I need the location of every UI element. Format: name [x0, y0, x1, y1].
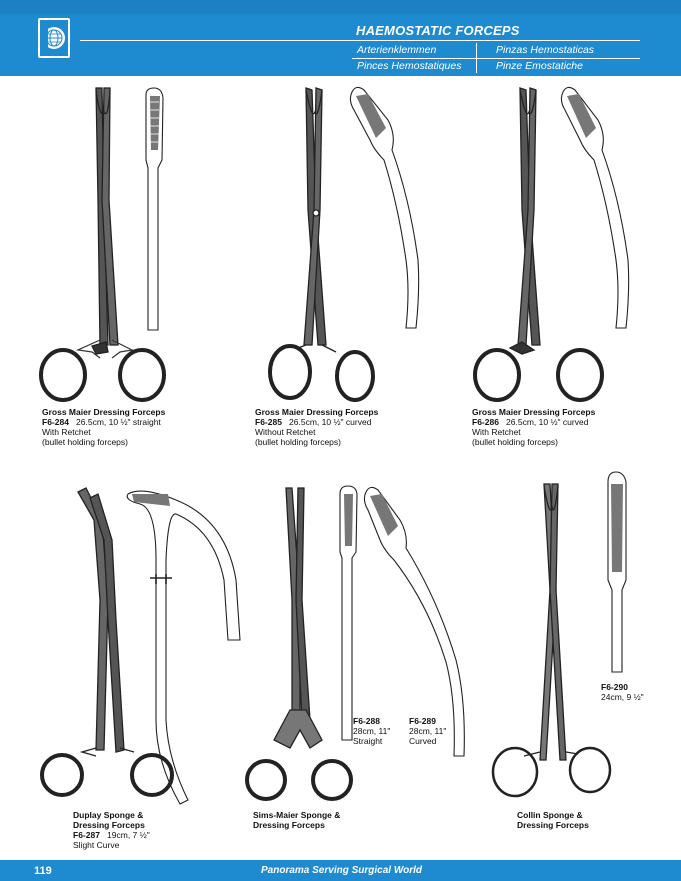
header-bar: [0, 14, 681, 76]
top-band: [0, 0, 681, 14]
product-note: (bullet holding forceps): [472, 437, 558, 447]
translation-it: Pinze Emostatiche: [496, 60, 583, 72]
caption-f6-285: Gross Maier Dressing Forceps F6-285 26.5…: [255, 407, 378, 447]
product-name: Duplay Sponge &: [73, 810, 144, 820]
page-title: HAEMOSTATIC FORCEPS: [356, 23, 520, 38]
translation-es: Pinzas Hemostaticas: [496, 44, 595, 56]
caption-sims-maier: Sims-Maier Sponge & Dressing Forceps: [253, 810, 340, 830]
product-note: (bullet holding forceps): [42, 437, 128, 447]
product-note: With Retchet: [472, 427, 521, 437]
translation-de: Arterienklemmen: [357, 44, 437, 56]
caption-f6-290: F6-290 24cm, 9 ½": [601, 682, 644, 702]
product-name: Dressing Forceps: [73, 820, 145, 830]
brand-logo: [38, 18, 70, 58]
product-size: 24cm, 9 ½": [601, 692, 644, 702]
product-note: Curved: [409, 736, 437, 746]
forceps-f6-286-illustration: [473, 86, 630, 402]
header-rule: [80, 40, 640, 41]
caption-f6-287: Duplay Sponge & Dressing Forceps F6-287 …: [73, 810, 150, 850]
product-name: Dressing Forceps: [517, 820, 589, 830]
product-size: 26.5cm, 10 ½" curved: [506, 417, 589, 427]
product-code: F6-290: [601, 682, 628, 692]
page-number: 119: [34, 865, 52, 877]
forceps-f6-284-illustration: [39, 87, 166, 402]
product-note: Straight: [353, 736, 383, 746]
product-note: With Retchet: [42, 427, 91, 437]
caption-collin: Collin Sponge & Dressing Forceps: [517, 810, 589, 830]
product-name: Gross Maier Dressing Forceps: [472, 407, 596, 417]
product-code: F6-288: [353, 716, 380, 726]
caption-f6-284: Gross Maier Dressing Forceps F6-284 26.5…: [42, 407, 165, 447]
product-code: F6-287: [73, 830, 100, 840]
forceps-sims-maier-illustration: [245, 485, 465, 801]
product-note: Slight Curve: [73, 840, 120, 850]
header-rule-2: [352, 58, 640, 59]
caption-f6-288: F6-288 28cm, 11" Straight: [353, 716, 390, 746]
footer-bar: [0, 860, 681, 881]
product-size: 26.5cm, 10 ½" curved: [289, 417, 372, 427]
forceps-f6-285-illustration: [268, 86, 420, 402]
caption-f6-289: F6-289 28cm, 11" Curved: [409, 716, 446, 746]
product-size: 28cm, 11": [409, 726, 447, 736]
forceps-f6-287-illustration: [40, 487, 241, 805]
product-size: 26.5cm, 10 ½" straight: [76, 417, 161, 427]
product-name: Dressing Forceps: [253, 820, 325, 830]
product-code: F6-289: [409, 716, 436, 726]
product-note: Without Retchet: [255, 427, 316, 437]
product-note: (bullet holding forceps): [255, 437, 341, 447]
header-divider: [476, 43, 477, 73]
translation-fr: Pinces Hemostatiques: [357, 60, 462, 72]
product-name: Gross Maier Dressing Forceps: [42, 407, 166, 417]
product-code: F6-285: [255, 417, 282, 427]
caption-f6-286: Gross Maier Dressing Forceps F6-286 26.5…: [472, 407, 595, 447]
forceps-collin-illustration: [491, 471, 627, 798]
product-name: Gross Maier Dressing Forceps: [255, 407, 379, 417]
product-size: 19cm, 7 ½": [107, 830, 150, 840]
product-size: 28cm, 11": [353, 726, 391, 736]
footer-tagline: Panorama Serving Surgical World: [261, 865, 422, 876]
product-code: F6-284: [42, 417, 69, 427]
product-name: Sims-Maier Sponge &: [253, 810, 341, 820]
panorama-logo-icon: [40, 20, 68, 56]
product-code: F6-286: [472, 417, 499, 427]
product-name: Collin Sponge &: [517, 810, 583, 820]
